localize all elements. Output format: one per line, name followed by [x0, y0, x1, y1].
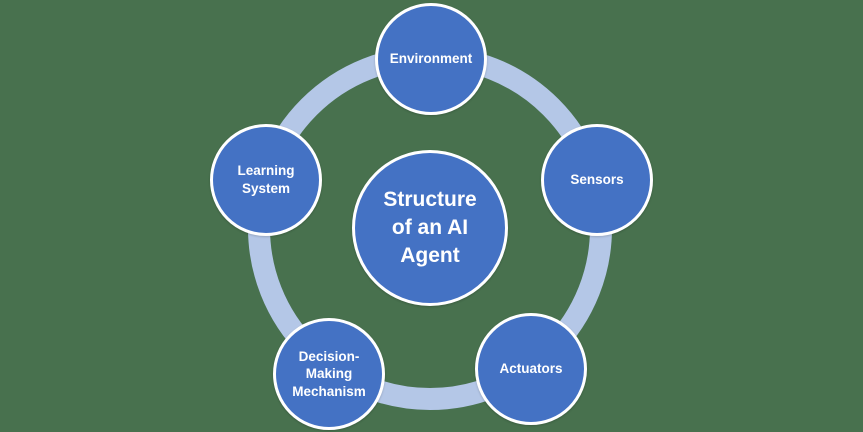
- node-learning-system: Learning System: [210, 124, 322, 236]
- node-actuators-label: Actuators: [499, 361, 563, 377]
- node-environment: Environment: [375, 3, 487, 115]
- node-sensors-label: Sensors: [570, 172, 624, 188]
- node-environment-label: Environment: [389, 51, 473, 67]
- diagram-title: Structure of an AI Agent: [383, 188, 477, 267]
- node-learning-system-label: Learning System: [237, 163, 295, 196]
- node-decision-making-mechanism-label: Decision-Making Mechanism: [292, 348, 366, 399]
- node-actuators: Actuators: [475, 313, 587, 425]
- node-center-title: Structure of an AI Agent: [352, 150, 508, 306]
- node-sensors: Sensors: [541, 124, 653, 236]
- node-decision-making-mechanism: Decision-Making Mechanism: [273, 318, 385, 430]
